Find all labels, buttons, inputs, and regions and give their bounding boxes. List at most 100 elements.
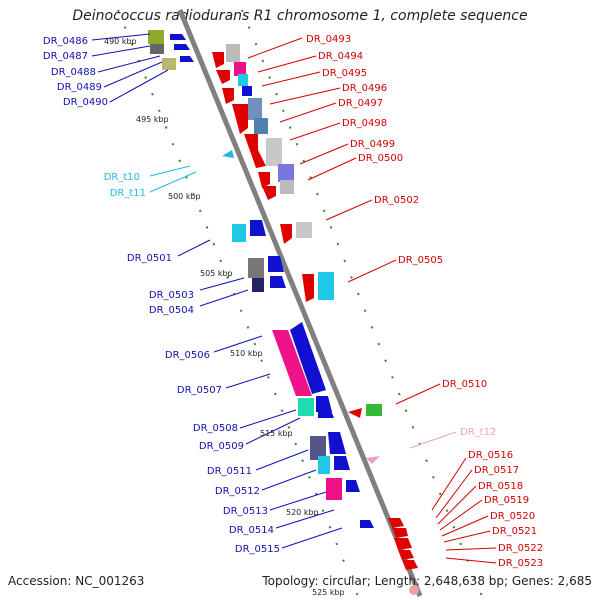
gene-arrow [212,52,224,68]
gene-box [234,62,246,76]
gene-arrow [360,520,374,528]
gene-arrow [250,220,266,236]
gene-box [238,74,248,86]
gene-box [266,138,282,166]
gene-arrow [394,538,412,550]
gene-box [366,404,382,416]
gene-arrow [280,224,292,244]
gene-label-dr-0517: DR_0517 [474,465,519,476]
left-gene-labels: DR_0486 DR_0487 DR_0488 DR_0489 DR_0490 … [43,36,280,555]
gene-arrow [388,518,404,528]
gene-label-dr-0490: DR_0490 [63,97,108,108]
gene-label-dr-0494: DR_0494 [318,51,363,62]
gene-box [310,436,326,460]
gene-label-dr-0495: DR_0495 [322,68,367,79]
gene-box [326,478,342,500]
gene-label-dr-0521: DR_0521 [492,526,537,537]
gene-arrow [180,56,194,62]
gene-arrow [392,528,408,538]
gene-arrow [348,408,362,418]
right-gene-labels: DR_0493 DR_0494 DR_0495 DR_0496 DR_0497 … [306,34,543,569]
gene-arrow [216,70,230,84]
accession-label: Accession: NC_001263 [8,574,145,588]
gene-arrow [334,456,350,470]
gene-arrow [258,172,270,188]
gene-label-dr-0515: DR_0515 [235,544,280,555]
gene-arrow [170,34,186,40]
gene-features [148,30,419,595]
gene-label-dr-0510: DR_0510 [442,379,487,390]
gene-label-dr-0501: DR_0501 [127,253,172,264]
gene-label-dr-0503: DR_0503 [149,290,194,301]
scale-label: 505 kbp [200,269,233,278]
gene-label-dr-0489: DR_0489 [57,82,102,93]
right-leader-lines [247,37,497,564]
gene-label-dr-0487: DR_0487 [43,51,88,62]
scale-label: 515 kbp [260,429,293,438]
gene-arrow [232,104,248,134]
gene-label-dr-0486: DR_0486 [43,36,88,47]
gene-arrow [262,186,276,200]
gene-arrow [174,44,190,50]
scale-label: 520 kbp [286,508,319,517]
gene-label-dr-0507: DR_0507 [177,385,222,396]
scale-label: 510 kbp [230,349,263,358]
gene-box [248,98,262,120]
scale-labels: 490 kbp 495 kbp 500 kbp 505 kbp 510 kbp … [104,37,345,597]
gene-label-dr-0520: DR_0520 [490,511,535,522]
gene-box [248,258,264,278]
gene-arrow [398,550,414,560]
gene-label-dr-0500: DR_0500 [358,153,403,164]
gene-arrow [318,408,334,418]
left-leader-lines [91,33,343,549]
gene-box [226,44,240,62]
gene-box [318,272,334,300]
gene-label-dr-0493: DR_0493 [306,34,351,45]
gene-label-dr-0518: DR_0518 [478,481,523,492]
gene-label-dr-0505: DR_0505 [398,255,443,266]
gene-label-dr-0502: DR_0502 [374,195,419,206]
trna-arrow [222,150,234,158]
gene-label-dr-t10: DR_t10 [104,172,140,183]
gene-label-dr-0506: DR_0506 [165,350,210,361]
trna-leader-lines [149,165,197,193]
gene-box [278,164,294,182]
gene-arrow [346,480,360,492]
gene-label-dr-0496: DR_0496 [342,83,387,94]
scale-label: 490 kbp [104,37,137,46]
gene-label-dr-t12: DR_t12 [460,427,496,438]
gene-box [150,44,164,54]
gene-arrow [328,432,346,454]
gene-label-dr-0522: DR_0522 [498,543,543,554]
gene-label-dr-0508: DR_0508 [193,423,238,434]
gene-box-large [272,330,312,396]
gene-label-dr-0498: DR_0498 [342,118,387,129]
gene-box [148,30,164,44]
gene-label-dr-0504: DR_0504 [149,305,194,316]
gene-box [280,180,294,194]
pink-leader-line [409,431,457,449]
gene-box [232,224,246,242]
gene-arrow [222,88,234,104]
gene-label-dr-0523: DR_0523 [498,558,543,569]
scale-label: 525 kbp [312,588,345,597]
gene-label-dr-0488: DR_0488 [51,67,96,78]
gene-label-dr-0511: DR_0511 [207,466,252,477]
gene-box [254,118,268,134]
gene-label-dr-0519: DR_0519 [484,495,529,506]
genome-summary: Topology: circular; Length: 2,648,638 bp… [262,574,592,588]
gene-box [318,456,330,474]
gene-box [162,58,176,70]
scale-label: 495 kbp [136,115,169,124]
gene-label-dr-0513: DR_0513 [223,506,268,517]
gene-label-dr-0516: DR_0516 [468,450,513,461]
gene-arrow [402,560,418,570]
gene-box [298,398,314,416]
gene-arrow [302,274,314,302]
gene-label-dr-0514: DR_0514 [229,525,274,536]
chromosome-backbone [177,9,423,597]
gene-dot [409,585,419,595]
gene-label-dr-t11: DR_t11 [110,188,146,199]
